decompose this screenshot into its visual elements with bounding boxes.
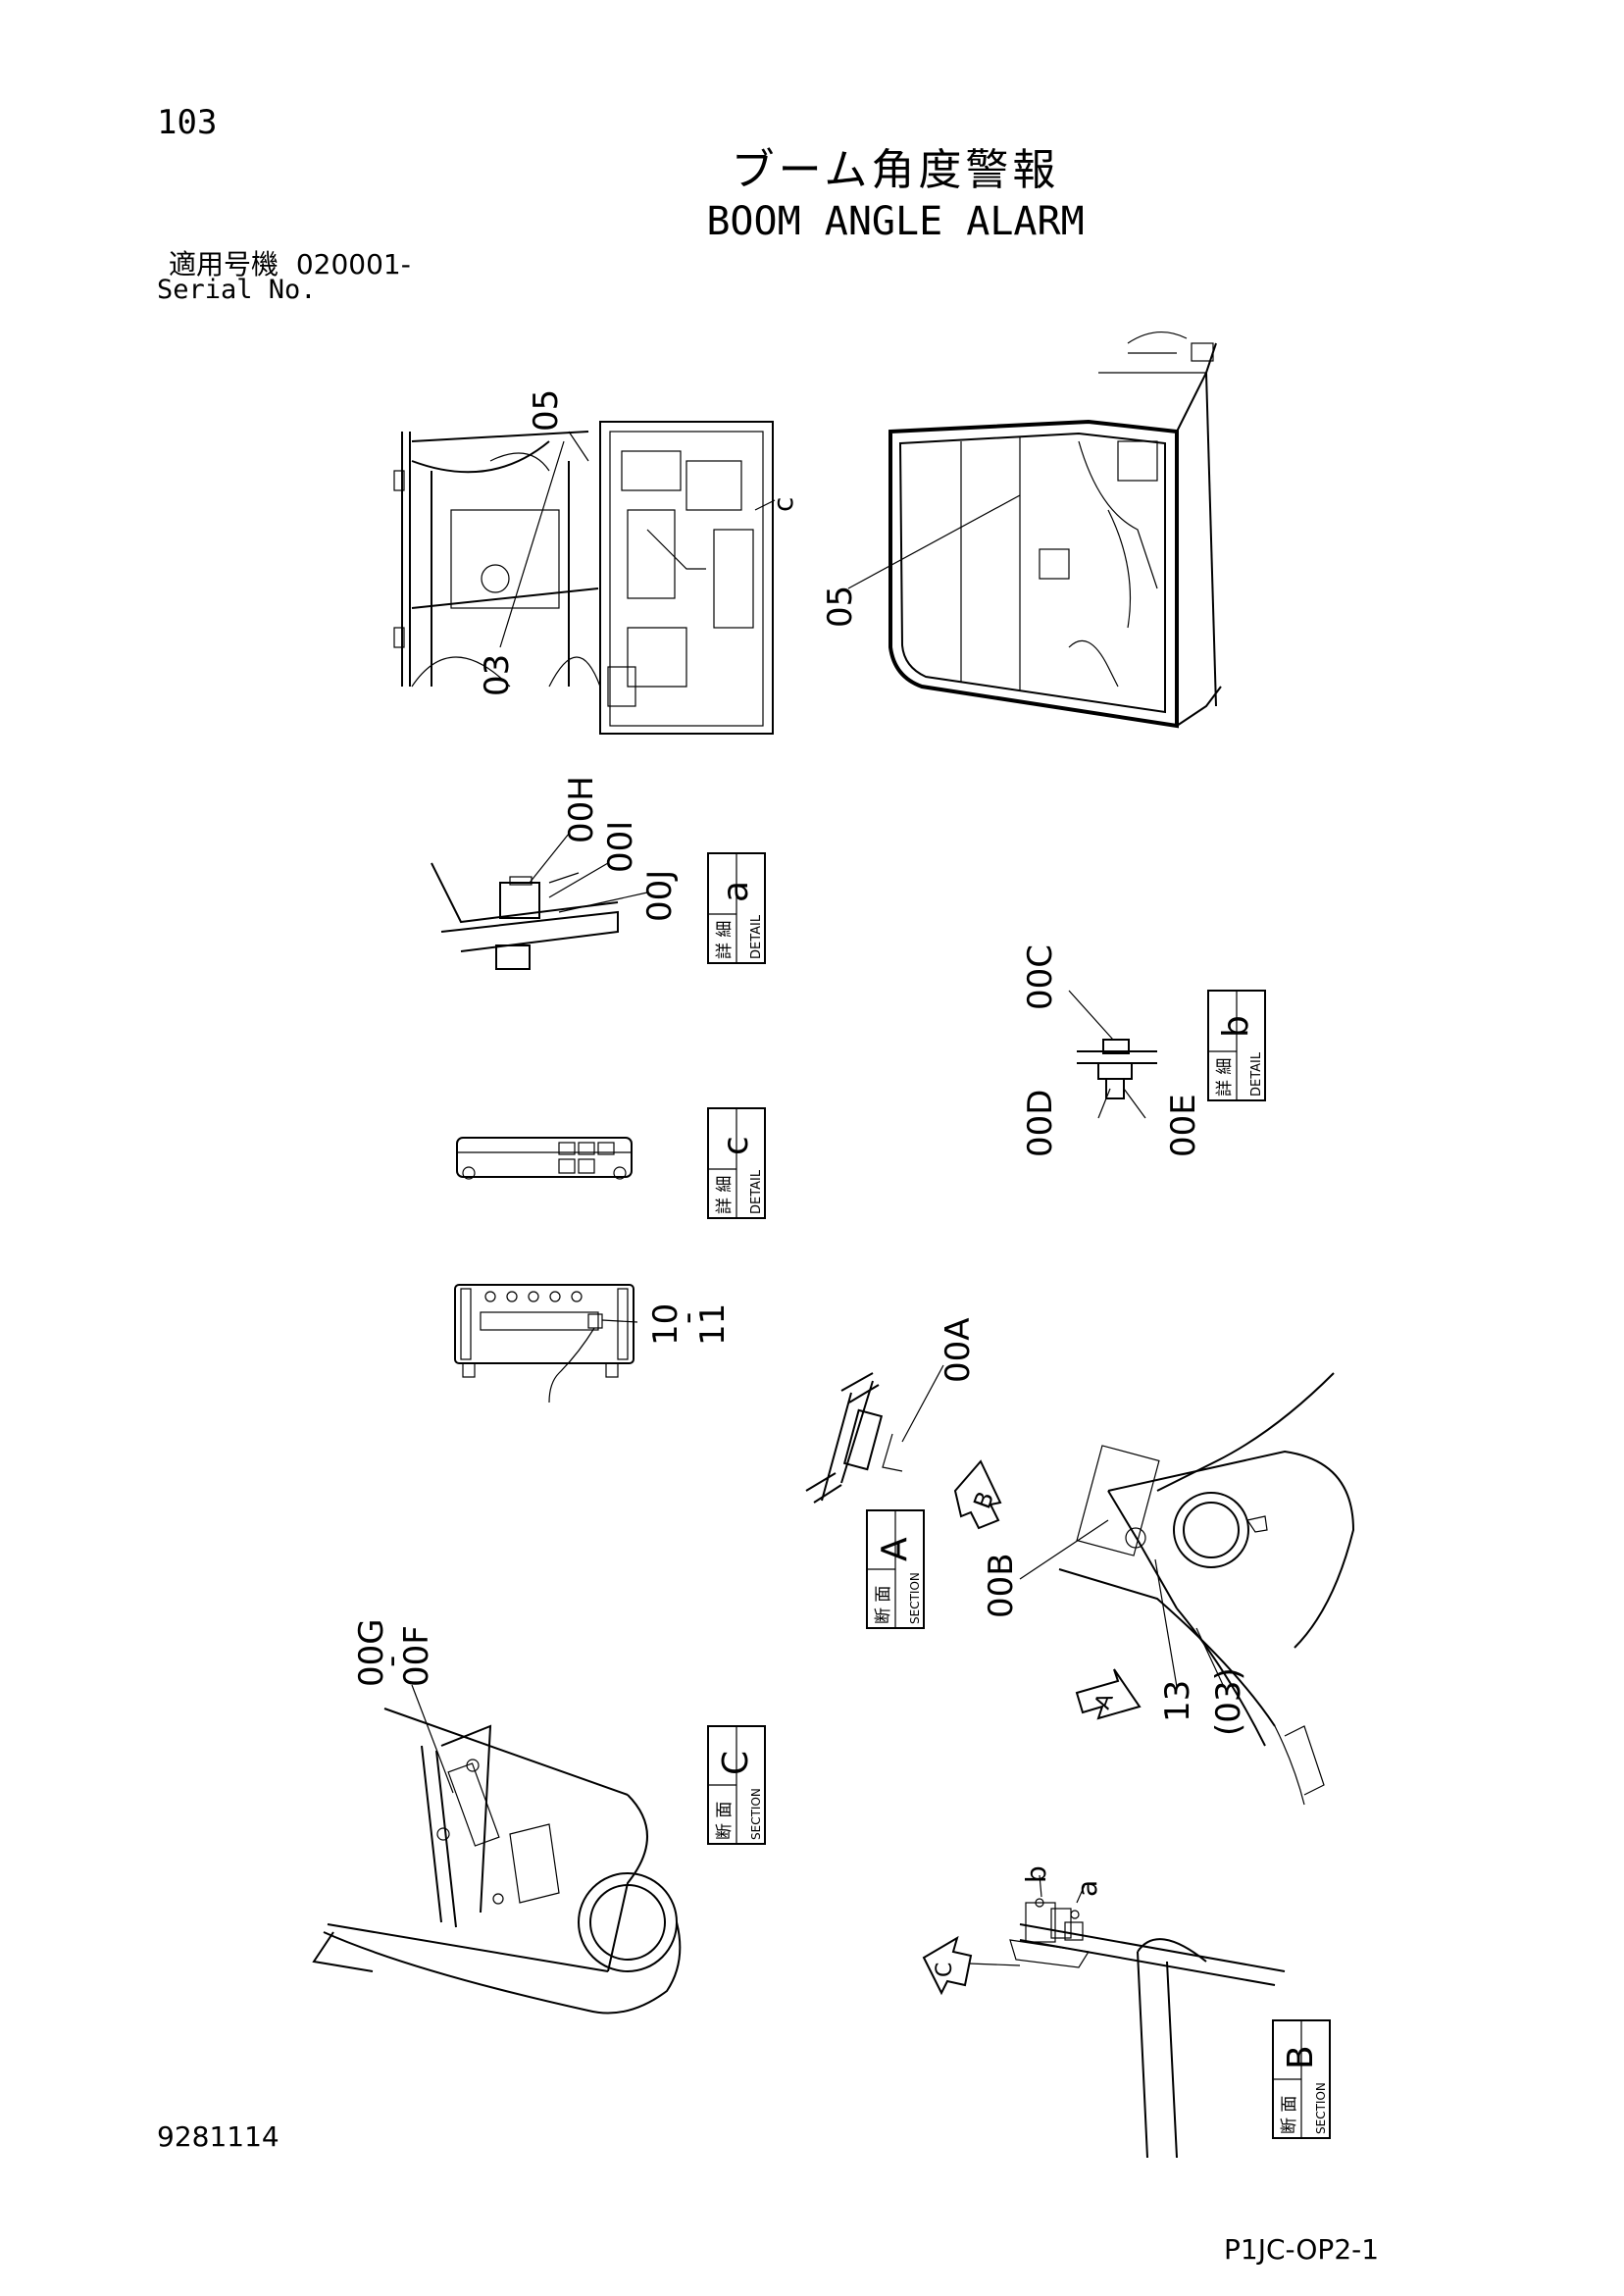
callout-dash-00G-00F: - bbox=[372, 1656, 411, 1667]
alarm-unit-drawing bbox=[454, 1284, 634, 1403]
callout-00J: 00J bbox=[640, 870, 680, 922]
callout-03-paren: (03) bbox=[1209, 1667, 1248, 1736]
svg-text:断 面: 断 面 bbox=[874, 1586, 893, 1624]
callout-00B: 00B bbox=[982, 1553, 1021, 1618]
title-english: BOOM ANGLE ALARM bbox=[706, 199, 1085, 244]
callout-dash-10-11: - bbox=[668, 1312, 707, 1324]
page-code: P1JC-OP2-1 bbox=[1224, 2233, 1380, 2266]
svg-text:a: a bbox=[716, 881, 756, 902]
view-arrow-a: A bbox=[1075, 1668, 1142, 1720]
callout-05-top: 05 bbox=[527, 389, 566, 432]
callout-00H: 00H bbox=[562, 776, 601, 843]
callout-05-right: 05 bbox=[821, 586, 860, 628]
svg-text:詳 細: 詳 細 bbox=[1215, 1058, 1235, 1097]
view-arrow-c: C bbox=[922, 1935, 973, 1996]
svg-text:A: A bbox=[875, 1537, 915, 1561]
svg-text:DETAIL: DETAIL bbox=[1249, 1051, 1264, 1097]
detail-a-drawing bbox=[431, 862, 619, 970]
boom-foot-drawing bbox=[1058, 1372, 1355, 1806]
callout-b-small: b bbox=[1020, 1865, 1052, 1883]
title-japanese: ブーム角度警報 bbox=[731, 145, 1060, 195]
callout-03: 03 bbox=[478, 654, 517, 696]
callout-00I: 00I bbox=[601, 821, 640, 873]
callout-00G: 00G bbox=[352, 1618, 391, 1687]
svg-text:C: C bbox=[716, 1751, 756, 1775]
detail-c-drawing bbox=[456, 1137, 633, 1180]
callout-00F: 00F bbox=[397, 1625, 436, 1687]
serial-label-jp: 適用号機 bbox=[169, 248, 279, 281]
callout-00C: 00C bbox=[1021, 944, 1060, 1010]
svg-text:B: B bbox=[1281, 2045, 1321, 2069]
tag-detail-a: 詳 細 DETAIL a bbox=[707, 852, 766, 964]
section-c-drawing bbox=[312, 1708, 682, 2015]
section-b-drawing bbox=[1009, 1898, 1286, 2159]
svg-text:c: c bbox=[716, 1136, 756, 1155]
svg-text:詳 細: 詳 細 bbox=[715, 1176, 735, 1214]
callout-00A: 00A bbox=[939, 1317, 978, 1383]
detail-b-drawing bbox=[1077, 1039, 1157, 1099]
svg-text:SECTION: SECTION bbox=[1314, 2082, 1328, 2134]
svg-text:断 面: 断 面 bbox=[1280, 2096, 1299, 2134]
tag-section-a: 断 面 SECTION A bbox=[866, 1509, 925, 1629]
svg-text:詳 細: 詳 細 bbox=[715, 921, 735, 959]
section-a-drawing bbox=[805, 1372, 903, 1504]
tag-detail-c: 詳 細 DETAIL c bbox=[707, 1107, 766, 1219]
serial-line-japanese: 適用号機 020001- bbox=[169, 251, 411, 279]
page-number: 103 bbox=[157, 103, 218, 142]
svg-text:SECTION: SECTION bbox=[908, 1572, 922, 1624]
svg-text:DETAIL: DETAIL bbox=[749, 1169, 764, 1214]
top-right-cab-view bbox=[888, 331, 1222, 729]
svg-text:b: b bbox=[1216, 1015, 1256, 1038]
tag-detail-b: 詳 細 DETAIL b bbox=[1207, 990, 1266, 1101]
svg-text:DETAIL: DETAIL bbox=[749, 914, 764, 959]
callout-00E: 00E bbox=[1164, 1094, 1203, 1157]
callout-c-small: c bbox=[767, 497, 799, 512]
view-arrow-b: B bbox=[953, 1459, 1002, 1530]
tag-section-c: 断 面 SECTION C bbox=[707, 1725, 766, 1845]
callout-00D: 00D bbox=[1021, 1090, 1060, 1157]
serial-label-english: Serial No. bbox=[157, 275, 317, 305]
svg-text:断 面: 断 面 bbox=[715, 1802, 735, 1840]
drawing-number: 9281114 bbox=[157, 2120, 279, 2153]
top-left-frame-view bbox=[393, 421, 774, 735]
callout-11: 11 bbox=[693, 1303, 733, 1346]
svg-text:C: C bbox=[933, 1963, 957, 1977]
serial-value: 020001- bbox=[295, 248, 411, 281]
callout-a-small: a bbox=[1071, 1880, 1103, 1897]
svg-text:SECTION: SECTION bbox=[749, 1788, 763, 1840]
callout-10: 10 bbox=[646, 1303, 685, 1346]
callout-13: 13 bbox=[1158, 1680, 1197, 1722]
tag-section-b: 断 面 SECTION B bbox=[1272, 2019, 1331, 2139]
